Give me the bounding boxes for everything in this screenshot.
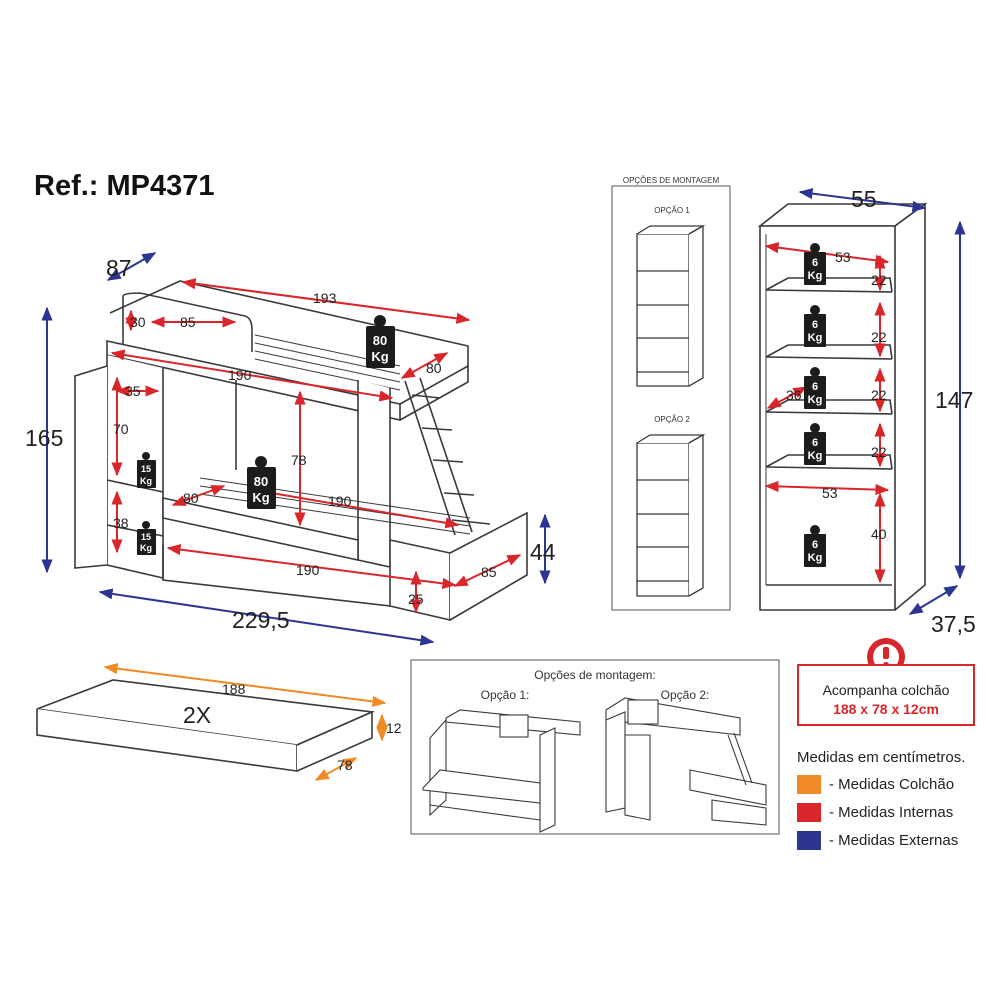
shelf2-weight-unit: Kg <box>140 543 152 553</box>
cabinet-drawing <box>757 202 928 611</box>
option1-thumbnail <box>422 709 581 833</box>
options-small-title: OPÇÕES DE MONTAGEM <box>623 176 720 185</box>
trundle-gap-label: 25 <box>408 591 424 607</box>
bed-height-label: 165 <box>25 425 63 451</box>
bed-depth-label: 87 <box>106 255 132 281</box>
legend-label: - Medidas Internas <box>829 803 954 821</box>
weight-icon: 6Kg <box>804 423 826 465</box>
cabinet-external-dimensions <box>798 188 966 615</box>
top-width-label: 80 <box>426 360 442 376</box>
mattress-width-label: 78 <box>337 757 353 773</box>
options-box: Opções de montagem: Opção 1: Opção 2: <box>410 659 780 835</box>
bed-weight-value: 80 <box>373 333 387 348</box>
shelf-weight-unit: Kg <box>140 476 152 486</box>
cabinet-int-width-top-label: 53 <box>835 249 851 265</box>
top-length-label: 193 <box>313 290 337 306</box>
bed-length-label: 229,5 <box>232 607 290 633</box>
lower-bed-weight-unit: Kg <box>252 490 269 505</box>
clearance-label: 78 <box>291 452 307 468</box>
legend-swatch <box>797 802 821 822</box>
cabinet-internal-dimensions <box>764 242 890 584</box>
weight-icon: 15 Kg <box>137 452 156 488</box>
mattress-length-label: 188 <box>222 681 246 697</box>
shelf-width-label: 35 <box>125 383 141 399</box>
shelf-height-3: 22 <box>871 387 887 403</box>
cabinet-weight-value: 6 <box>812 257 818 269</box>
shelf-height-5: 40 <box>871 526 887 542</box>
mattress-included-box: Acompanha colchão 188 x 78 x 12cm <box>797 664 975 726</box>
mattress-size-text: 188 x 78 x 12cm <box>833 701 939 717</box>
legend-label: - Medidas Colchão <box>829 775 955 793</box>
option2-label: Opção 2: <box>661 688 710 702</box>
cabinet-weight-unit: Kg <box>808 270 823 282</box>
cabinet-depth-label: 37,5 <box>931 611 976 637</box>
weight-icon: 80 Kg <box>247 456 276 509</box>
cabinet-int-depth-label: 36 <box>786 387 802 403</box>
mattress-included-text: Acompanha colchão <box>822 682 950 698</box>
legend-title: Medidas em centímetros. <box>797 749 966 766</box>
legend-item-mattress: - Medidas Colchão <box>797 770 965 798</box>
reference-title: Ref.: MP4371 <box>34 170 215 202</box>
weight-icon: 6Kg <box>804 367 826 409</box>
cabinet-int-width-bottom-label: 53 <box>822 485 838 501</box>
legend: Medidas em centímetros. - Medidas Colchã… <box>797 749 965 854</box>
shelf-upper-label: 70 <box>113 421 129 437</box>
weight-icon: 6Kg <box>804 243 826 285</box>
option1-small-label: OPÇÃO 1 <box>654 206 690 215</box>
cabinet-weight-value: 6 <box>812 539 818 551</box>
cabinet-weight-unit: Kg <box>808 394 823 406</box>
cabinet-weight-unit: Kg <box>808 332 823 344</box>
cabinet-weight-unit: Kg <box>808 450 823 462</box>
shelf-height-2: 22 <box>871 329 887 345</box>
legend-swatch <box>797 774 821 794</box>
cabinet-weight-unit: Kg <box>808 552 823 564</box>
shelf2-weight-value: 15 <box>141 532 151 542</box>
mattress-height-label: 12 <box>386 720 402 736</box>
trundle-width-label: 85 <box>481 564 497 580</box>
options-box-title: Opções de montagem: <box>534 668 655 682</box>
shelf-lower-label: 38 <box>113 515 129 531</box>
cabinet-weight-value: 6 <box>812 437 818 449</box>
shelf-weight-value: 15 <box>141 464 151 474</box>
weight-icon: 6Kg <box>804 305 826 347</box>
trundle-height-label: 44 <box>530 539 556 565</box>
lower-length-label: 190 <box>328 493 352 509</box>
bed-external-dimensions <box>41 252 551 646</box>
lower-width-label: 80 <box>183 490 199 506</box>
legend-swatch <box>797 830 821 850</box>
weight-icon: 15 Kg <box>137 521 156 555</box>
headboard-gap-label: 30 <box>130 314 146 330</box>
shelf-height-1: 22 <box>871 272 887 288</box>
weight-icon: 80 Kg <box>366 315 395 368</box>
bed-weight-unit: Kg <box>371 349 388 364</box>
mattress-dimensions <box>103 663 388 781</box>
cabinet-weight-value: 6 <box>812 319 818 331</box>
legend-item-internal: - Medidas Internas <box>797 798 965 826</box>
option1-label: Opção 1: <box>481 688 530 702</box>
trundle-length-label: 190 <box>296 562 320 578</box>
headboard-width-label: 85 <box>180 314 196 330</box>
legend-label: - Medidas Externas <box>829 831 959 849</box>
shelf-height-4: 22 <box>871 444 887 460</box>
lower-bed-weight-value: 80 <box>254 474 268 489</box>
option2-small-label: OPÇÃO 2 <box>654 415 690 424</box>
option2-thumbnail <box>605 697 767 826</box>
cabinet-weight-value: 6 <box>812 381 818 393</box>
options-panel-small: OPÇÕES DE MONTAGEM OPÇÃO 1 OPÇÃO 2 <box>611 176 731 611</box>
mattress-quantity-label: 2X <box>183 702 211 728</box>
legend-item-external: - Medidas Externas <box>797 826 965 854</box>
cabinet-height-label: 147 <box>935 387 973 413</box>
cabinet-width-label: 55 <box>851 186 877 212</box>
weight-icon: 6Kg <box>804 525 826 567</box>
bed-internal-dimensions <box>110 278 522 614</box>
top-bed-length-label: 190 <box>228 367 252 383</box>
